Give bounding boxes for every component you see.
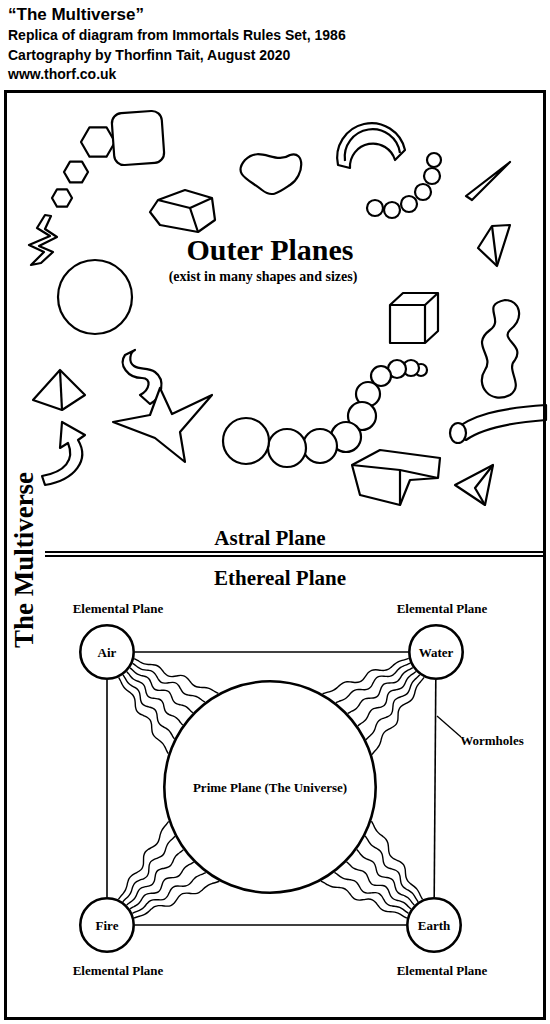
astral-plane-band: Outer Planes (exist in many shapes and si…: [45, 93, 543, 557]
elemental-plane-circle: Elemental PlaneAir: [79, 624, 135, 680]
bead-plane: [303, 429, 337, 463]
circle-shape: [407, 898, 460, 951]
kite-edge: [492, 226, 497, 266]
bead-plane: [415, 184, 431, 200]
hexagon-plane: [52, 189, 72, 206]
plane-link-line: [106, 680, 108, 897]
ethereal-plane-band: Ethereal PlaneElemental PlaneAirElementa…: [45, 557, 543, 1017]
sphere-plane: [58, 260, 132, 334]
circle-shape: [80, 625, 133, 678]
elemental-plane-circle: Elemental PlaneWater: [408, 624, 464, 680]
circle-shape: [409, 625, 462, 678]
plane-link-line: [135, 651, 408, 653]
plane-name: Astral Plane: [214, 528, 325, 549]
plane-heading: Elemental Plane: [397, 602, 488, 615]
rounded-square-plane: [111, 110, 165, 165]
arch-edge: [345, 129, 400, 161]
plane-name: Water: [419, 646, 454, 659]
plane-link-line: [135, 924, 406, 926]
bead-plane: [384, 202, 400, 218]
cube-edge: [425, 293, 438, 305]
hexagon-plane: [81, 127, 115, 156]
callout-label: Wormholes: [460, 734, 524, 747]
pyramid-plane: [33, 370, 85, 410]
frame-title: The Multiverse: [11, 472, 38, 648]
bead-plane: [401, 196, 417, 212]
plane-heading: Elemental Plane: [73, 602, 164, 615]
outer-plane-shapes: [29, 110, 546, 505]
spike-plane: [466, 162, 510, 200]
multiverse-frame: The Multiverse Outer Planes (exist in many…: [4, 90, 546, 1020]
prime-plane-circle: Prime Plane (The Universe): [163, 680, 377, 894]
website-line: www.thorf.co.uk: [8, 67, 116, 81]
ribbon-plane: [123, 350, 162, 404]
curved-arrow-plane: [42, 422, 85, 485]
cube-edge: [390, 305, 425, 343]
plane-link-line: [434, 680, 436, 897]
squiggle-plane: [482, 300, 519, 398]
circle-shape: [80, 898, 133, 951]
plane-name: Ethereal Plane: [214, 568, 346, 589]
bead-plane: [424, 168, 440, 184]
kite-plane: [478, 225, 510, 266]
bead-plane: [223, 418, 269, 464]
cube-plane: [390, 293, 438, 343]
credit-line: Cartography by Thorfinn Tait, August 202…: [8, 48, 290, 62]
section-note: (exist in many shapes and sizes): [169, 270, 358, 284]
wormhole-bundle: [323, 658, 425, 754]
plane-heading: Elemental Plane: [73, 964, 164, 977]
circle-shape: [164, 681, 375, 892]
wormhole-bundle: [119, 659, 219, 754]
plane-name: Prime Plane (The Universe): [193, 781, 347, 794]
rock-edge: [158, 198, 212, 208]
credit-line: Replica of diagram from Immortals Rules …: [8, 28, 346, 42]
bead-plane: [427, 153, 441, 167]
zigzag-plane: [29, 215, 57, 265]
wormhole-bundle: [321, 821, 423, 918]
plane-name: Air: [98, 646, 117, 659]
section-heading: Outer Planes: [187, 235, 354, 265]
triangle-edge: [475, 465, 493, 505]
wormhole-bundle: [118, 821, 219, 918]
diagram-title: “The Multiverse”: [8, 6, 144, 23]
plane-name: Earth: [418, 919, 451, 932]
arch-plane: [337, 123, 405, 168]
horn-mouth: [450, 423, 466, 443]
triangle-plane: [455, 465, 493, 505]
leader-line: [437, 716, 461, 737]
plane-heading: Elemental Plane: [397, 964, 488, 977]
plane-name: Fire: [96, 919, 119, 932]
bead-plane: [268, 429, 306, 467]
pyramid-edge: [60, 370, 62, 410]
rock-edge: [190, 208, 198, 232]
block-edge: [399, 470, 401, 505]
block-edge: [352, 465, 438, 478]
star-plane: [113, 388, 212, 462]
block-plane: [352, 450, 440, 505]
blob-plane: [240, 154, 301, 194]
hexagon-plane: [64, 162, 88, 183]
rock-plane: [150, 190, 215, 232]
elemental-plane-circle: Elemental PlaneFire: [79, 897, 135, 953]
bead-plane: [367, 200, 383, 216]
elemental-plane-circle: Elemental PlaneEarth: [406, 897, 462, 953]
